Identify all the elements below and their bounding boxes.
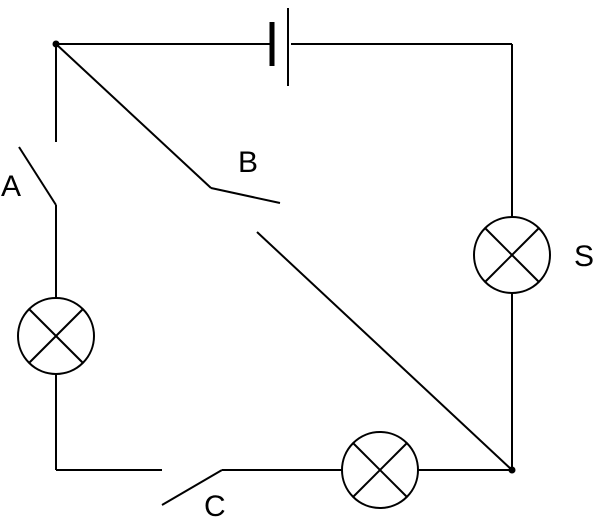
switch-a-blade [18,146,57,206]
battery [222,8,340,86]
lamp-right [473,216,551,294]
label-switch-b: B [238,146,258,179]
switch-b-blade [210,187,281,204]
diagonal-branch [55,43,513,471]
lamp-bottom [341,431,419,509]
switch-c-blade [161,469,223,506]
label-lamp-s: S [574,240,594,273]
lamp-left [17,297,95,375]
bottom-branch [161,469,512,506]
label-switch-a: A [1,170,21,203]
label-switch-c: C [204,490,226,523]
left-branch [18,44,162,471]
junction-bottom-right [508,466,516,474]
